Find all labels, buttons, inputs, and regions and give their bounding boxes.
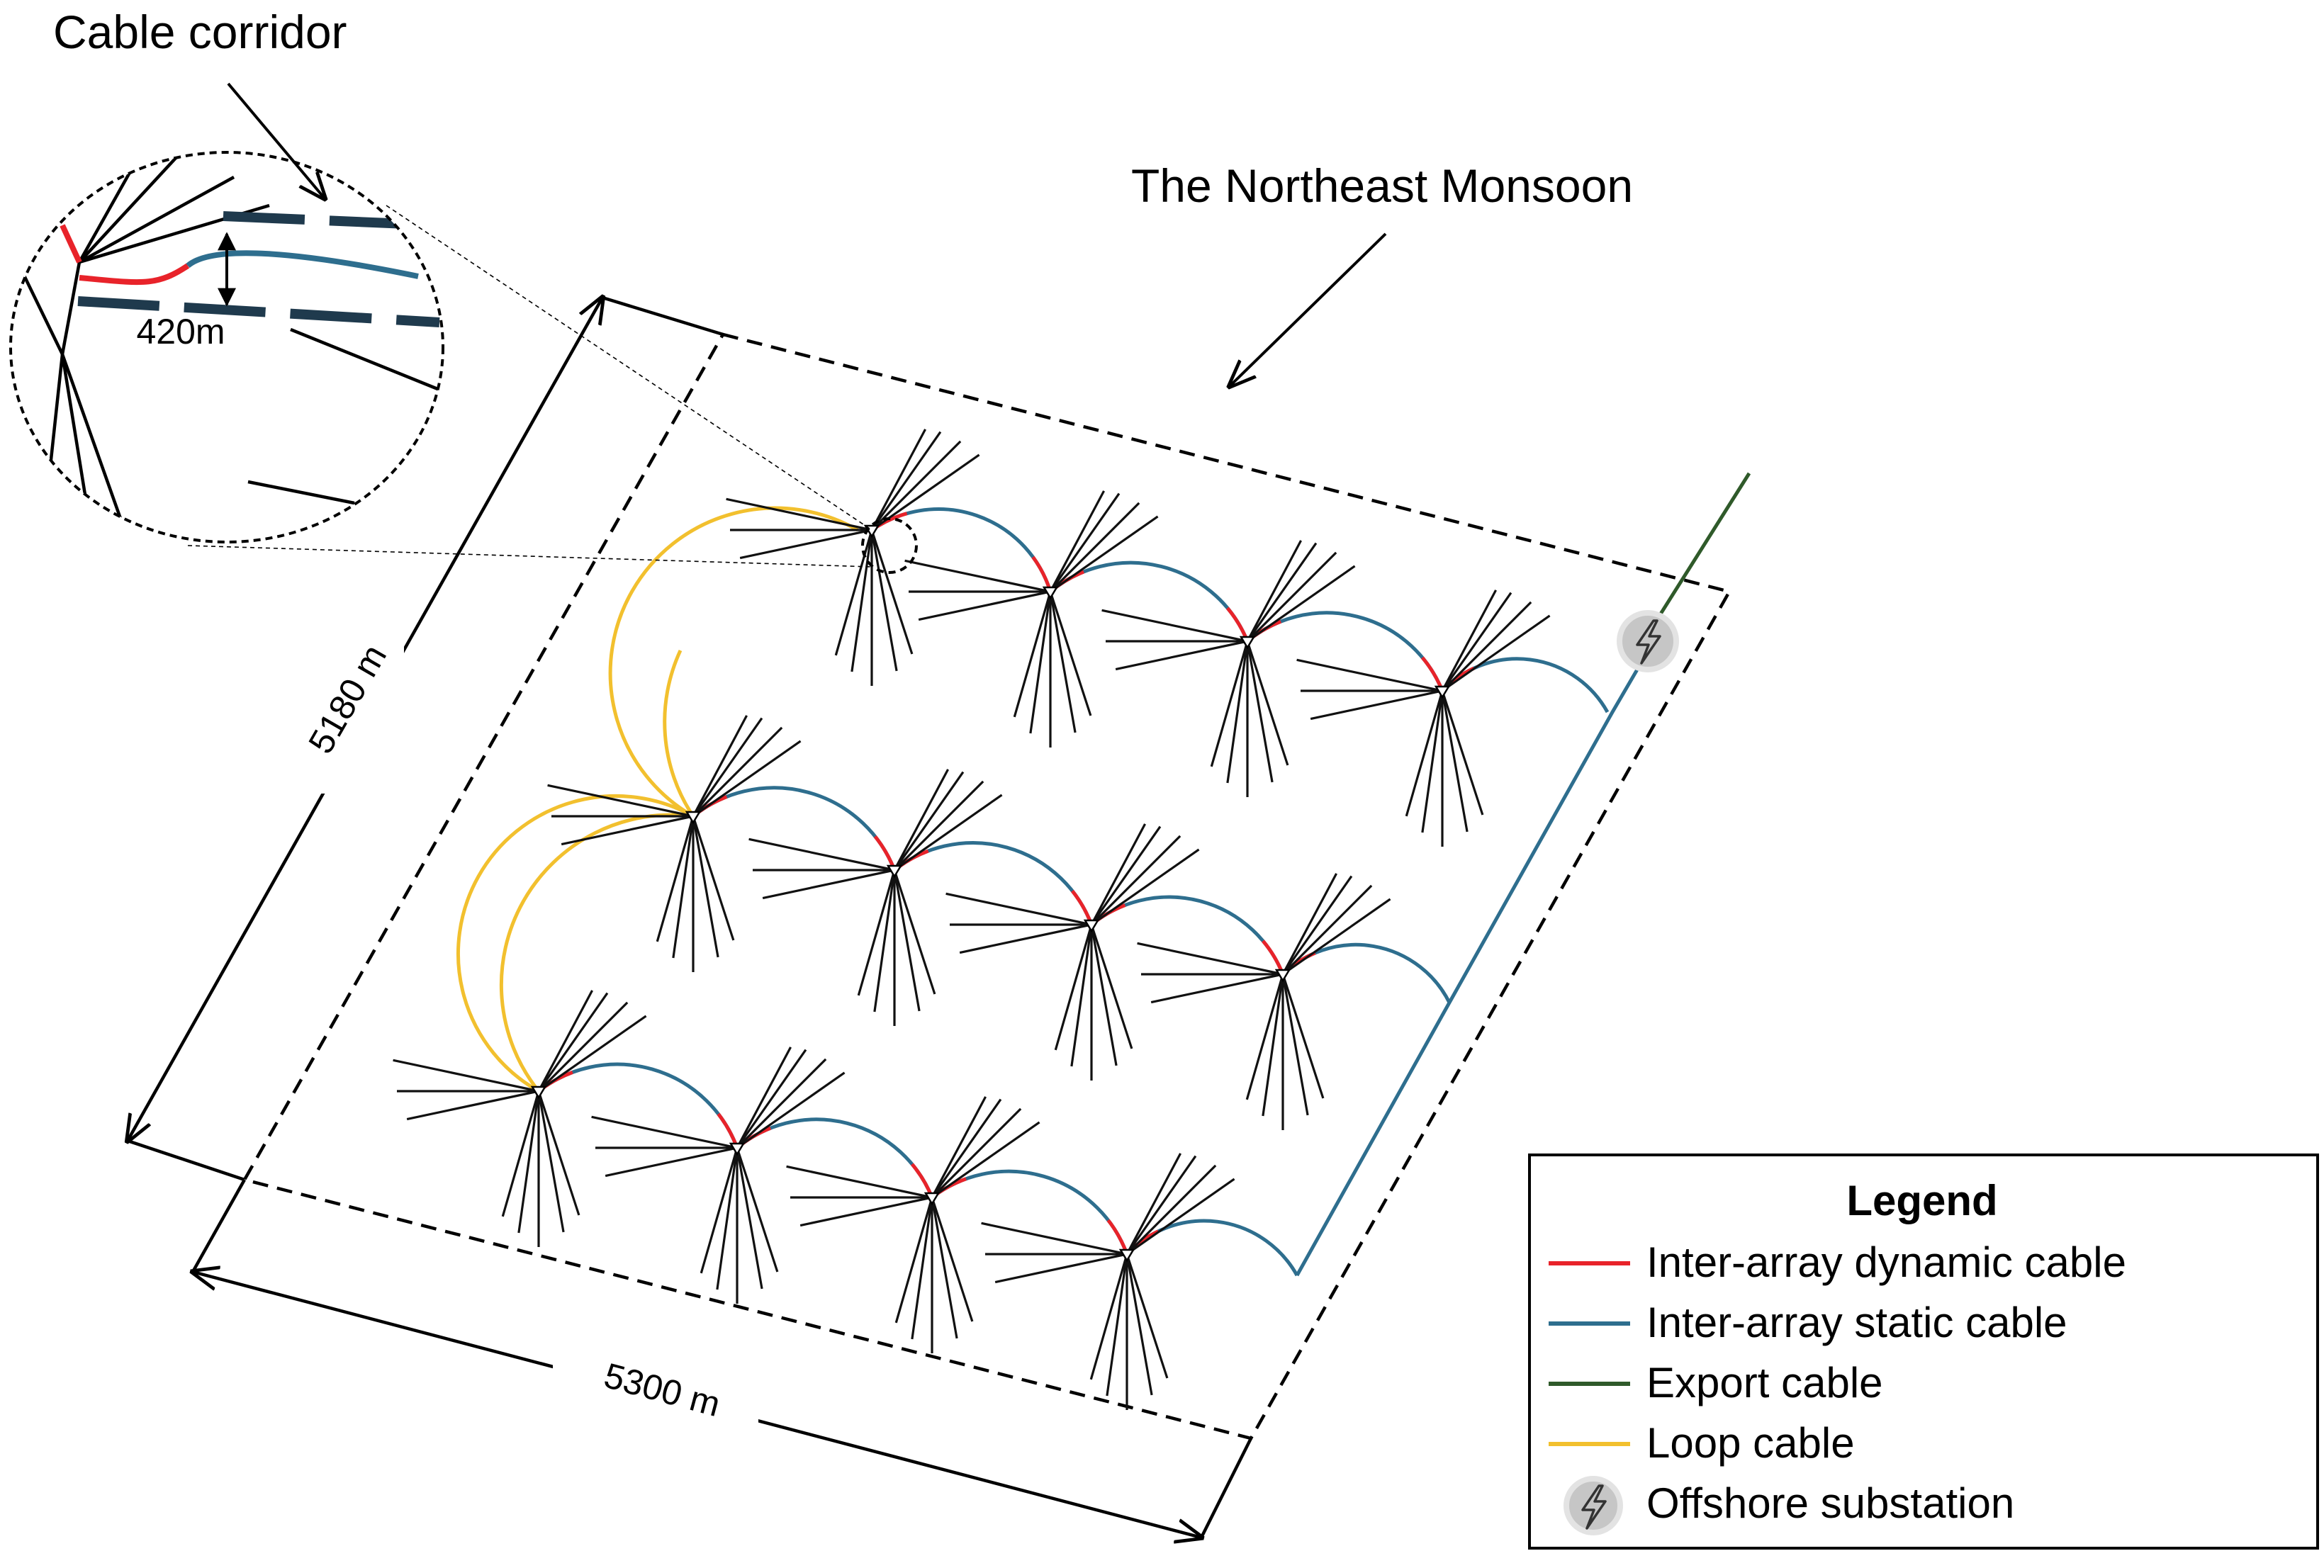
turbine-marker — [1118, 1248, 1135, 1263]
turbine-marker — [886, 864, 903, 879]
turbine-marker — [1239, 636, 1256, 650]
turbine-marker — [685, 811, 702, 825]
dimension-width — [193, 1178, 1253, 1538]
turbine-moorings — [904, 490, 1159, 748]
turbine-moorings — [726, 429, 980, 686]
legend-label-static: Inter-array static cable — [1646, 1299, 2067, 1346]
legend-box — [1528, 1154, 2319, 1550]
turbine-marker — [1274, 969, 1291, 983]
legend-label-export: Export cable — [1646, 1359, 1883, 1406]
turbine-moorings — [591, 1047, 846, 1304]
corridor-width-label: 420m — [136, 312, 225, 351]
turbine-marker — [924, 1192, 941, 1206]
turbine-moorings — [393, 990, 647, 1247]
zoom-inset-border — [9, 151, 444, 543]
offshore-substation — [1617, 610, 1679, 672]
dynamic-cable-segment — [1049, 560, 1250, 642]
dimension-height — [128, 298, 724, 1182]
farm-boundary — [242, 332, 1732, 1440]
turbine-marker — [1042, 586, 1059, 600]
legend-label-substation: Offshore substation — [1646, 1479, 2014, 1527]
dynamic-cable-segment — [1125, 1219, 1299, 1277]
inter-array-cables — [537, 507, 1610, 1277]
monsoon-label: The Northeast Monsoon — [1131, 159, 1633, 212]
legend-label-dynamic: Inter-array dynamic cable — [1646, 1239, 2126, 1286]
turbine-moorings — [945, 823, 1200, 1081]
dynamic-cable-segment — [736, 1117, 934, 1198]
static-cable-segment — [692, 786, 897, 871]
turbine-array — [393, 429, 1551, 1410]
turbine-marker — [1083, 919, 1100, 933]
turbine-marker — [530, 1085, 547, 1100]
cable-corridor-label: Cable corridor — [53, 6, 347, 58]
legend: Legend Inter-array dynamic cable Inter-a… — [1528, 1154, 2319, 1550]
dynamic-cable-segment — [537, 1062, 739, 1149]
static-cable-segment — [893, 841, 1094, 925]
zoom-inset — [9, 151, 444, 543]
export-cable — [1646, 472, 1751, 636]
lightning-icon — [1636, 619, 1661, 665]
static-cable-segment — [537, 1062, 739, 1149]
dynamic-cable-segment — [692, 786, 897, 871]
turbine-moorings — [1101, 540, 1356, 797]
static-cable-segment — [1281, 942, 1452, 1004]
turbine-moorings — [981, 1153, 1235, 1410]
monsoon-direction-arrow — [1230, 232, 1387, 386]
cable-corridor-arrow — [227, 82, 325, 198]
dynamic-cable-segment — [893, 841, 1094, 925]
static-return-cable — [1295, 668, 1639, 1277]
legend-label-loop: Loop cable — [1646, 1419, 1855, 1467]
turbine-marker — [1434, 685, 1451, 699]
turbine-marker — [729, 1142, 746, 1156]
turbine-moorings — [1137, 873, 1391, 1130]
dynamic-cable-segment — [1090, 895, 1285, 975]
zoom-target-circle — [861, 517, 918, 574]
dynamic-cable-segment — [1246, 611, 1444, 692]
turbine-moorings — [547, 715, 802, 972]
legend-substation-icon — [1564, 1476, 1623, 1535]
loop-cables — [456, 506, 859, 1093]
dynamic-cable-segment — [1441, 657, 1610, 714]
turbine-moorings — [786, 1096, 1040, 1353]
zoom-connector-lines — [187, 205, 872, 568]
dynamic-cable-segment — [870, 507, 1052, 592]
static-cable-segment — [931, 1169, 1129, 1255]
turbine-moorings — [1296, 590, 1551, 847]
turbine-moorings — [748, 769, 1003, 1026]
dynamic-cable-segment — [1281, 942, 1452, 1004]
dynamic-cable-segment — [931, 1169, 1129, 1255]
legend-title: Legend — [1846, 1177, 1997, 1224]
